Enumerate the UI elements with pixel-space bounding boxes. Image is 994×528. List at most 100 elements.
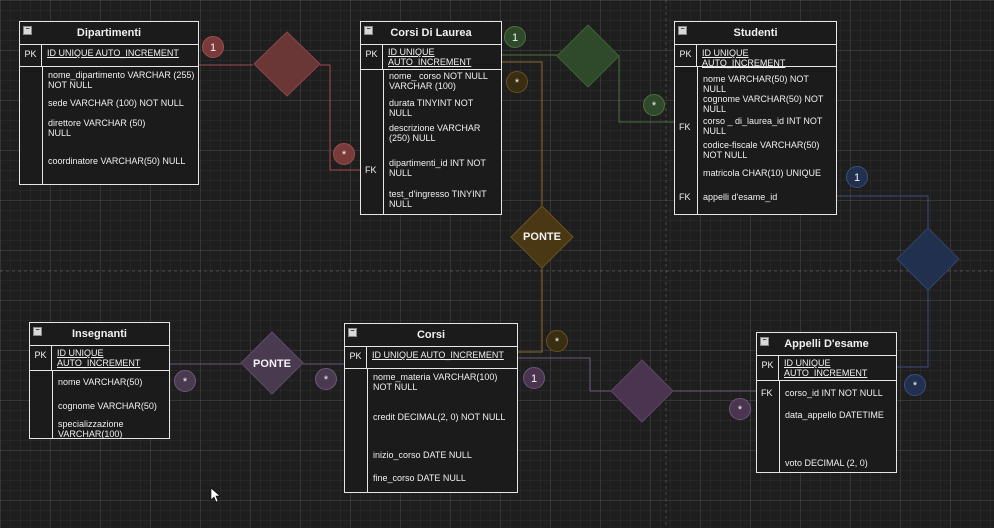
pk-label: PK	[757, 356, 779, 380]
field-row[interactable]: test_d'ingresso TINYINT NULL	[389, 189, 487, 209]
field-row[interactable]: direttore VARCHAR (50) NULL	[48, 118, 146, 138]
entity-dipartimenti[interactable]: − Dipartimenti PK ID UNIQUE AUTO_INCREME…	[19, 21, 199, 185]
pk-field: ID UNIQUE AUTO_INCREMENT	[702, 48, 786, 68]
column-divider	[779, 380, 780, 472]
pk-row[interactable]: PK ID UNIQUE AUTO_INCREMENT	[20, 45, 198, 67]
cardinality-badge-appelli-many: *	[904, 374, 926, 396]
field-row[interactable]: nome VARCHAR(50)	[58, 377, 143, 387]
pk-row[interactable]: PK ID UNIQUE AUTO_INCREMENT	[345, 347, 517, 369]
pk-row[interactable]: PK ID UNIQUE AUTO_INCREMENT	[361, 45, 501, 70]
pk-row[interactable]: PK ID UNIQUE AUTO_INCREMENT	[757, 356, 896, 381]
field-row[interactable]: durata TINYINT NOT NULL	[389, 98, 474, 118]
pk-label: PK	[345, 347, 367, 368]
entity-title: Studenti	[733, 27, 778, 39]
relationship-corsi-appelli[interactable]	[610, 359, 674, 423]
cardinality-badge-corsi-ponte-many: *	[546, 330, 568, 352]
pk-field: ID UNIQUE AUTO_INCREMENT	[47, 48, 179, 58]
entity-appelli-desame[interactable]: − Appelli D'esame PK ID UNIQUE AUTO_INCR…	[756, 332, 897, 473]
column-divider	[383, 69, 384, 214]
cardinality-badge-corsi-left-many: *	[315, 368, 337, 390]
collapse-icon[interactable]: −	[760, 337, 769, 346]
collapse-icon[interactable]: −	[678, 26, 687, 35]
field-row[interactable]: voto DECIMAL (2, 0)	[785, 458, 868, 468]
pk-field: ID UNIQUE AUTO_INCREMENT	[372, 350, 504, 360]
field-row[interactable]: data_appello DATETIME	[785, 410, 884, 420]
connector-studenti-appelli[interactable]	[837, 195, 929, 228]
connector-laurea-ponte[interactable]	[502, 61, 543, 206]
fk-label: FK	[365, 165, 377, 175]
column-divider	[697, 66, 698, 214]
entity-corsi-di-laurea[interactable]: − Corsi Di Laurea PK ID UNIQUE AUTO_INCR…	[360, 21, 502, 215]
pk-field-line-1: ID UNIQUE	[784, 358, 831, 368]
field-row[interactable]: descrizione VARCHAR (250) NULL	[389, 123, 481, 143]
pk-row[interactable]: PK ID UNIQUE AUTO_INCREMENT	[675, 45, 836, 68]
fk-label: FK	[679, 192, 691, 202]
field-row[interactable]: dipartimenti_id INT NOT NULL	[389, 158, 486, 178]
pk-field-line-1: ID UNIQUE	[388, 47, 435, 57]
fk-label: FK	[761, 388, 773, 398]
relationship-dipartimenti-corsi-laurea[interactable]	[253, 31, 321, 97]
connector-dipartimenti-fk[interactable]	[320, 64, 360, 171]
entity-title: Corsi	[416, 329, 446, 341]
connector-appelli-studenti[interactable]	[897, 290, 929, 368]
entity-header[interactable]: − Insegnanti	[30, 323, 169, 346]
connector-studenti-fk[interactable]	[618, 55, 674, 123]
entity-title: Dipartimenti	[76, 27, 142, 39]
field-row[interactable]: nome_dipartimento VARCHAR (255) NOT NULL	[48, 70, 195, 90]
field-row[interactable]: cognome VARCHAR(50) NOT NULL	[703, 94, 824, 114]
field-row[interactable]: fine_corso DATE NULL	[373, 473, 466, 483]
field-row[interactable]: sede VARCHAR (100) NOT NULL	[48, 98, 184, 108]
fk-label: FK	[679, 122, 691, 132]
pk-label: PK	[30, 346, 52, 370]
relationship-laurea-studenti[interactable]	[556, 24, 620, 88]
entity-header[interactable]: − Appelli D'esame	[757, 333, 896, 356]
field-row[interactable]: specializzazione VARCHAR(100)	[58, 419, 124, 439]
entity-corsi[interactable]: − Corsi PK ID UNIQUE AUTO_INCREMENT nome…	[344, 323, 518, 493]
entity-header[interactable]: − Dipartimenti	[20, 22, 198, 45]
connector-corsi-appelli[interactable]	[518, 357, 611, 392]
pk-field-line-2: AUTO_INCREMENT	[784, 368, 868, 378]
pk-label: PK	[675, 45, 697, 66]
entity-title: Insegnanti	[71, 328, 127, 340]
cardinality-badge-appelli-left-many: *	[729, 398, 751, 420]
cardinality-badge-laurea-one: 1	[504, 26, 526, 48]
cardinality-badge-dipartimenti-one: 1	[202, 36, 224, 58]
cardinality-badge-studenti-many: *	[643, 94, 665, 116]
pk-label: PK	[20, 45, 42, 66]
cardinality-badge-laurea-many: *	[333, 143, 355, 165]
field-row[interactable]: appelli d'esame_id	[703, 192, 778, 202]
field-row[interactable]: codice-fiscale VARCHAR(50) NOT NULL	[703, 140, 820, 160]
field-row[interactable]: inizio_corso DATE NULL	[373, 450, 472, 460]
field-row[interactable]: credit DECIMAL(2, 0) NOT NULL	[373, 412, 506, 422]
entity-studenti[interactable]: − Studenti PK ID UNIQUE AUTO_INCREMENT n…	[674, 21, 837, 215]
pk-field-line-2: AUTO_INCREMENT	[388, 57, 472, 67]
collapse-icon[interactable]: −	[348, 328, 357, 337]
entity-header[interactable]: − Corsi	[345, 324, 517, 347]
field-row[interactable]: cognome VARCHAR(50)	[58, 401, 157, 411]
field-row[interactable]: nome_ corso NOT NULL VARCHAR (100)	[389, 71, 488, 91]
relationship-ponte-insegnanti-corsi[interactable]	[240, 331, 304, 395]
field-row[interactable]: coordinatore VARCHAR(50) NULL	[48, 156, 186, 166]
relationship-label-ponte-bottom: PONTE	[253, 358, 291, 370]
field-row[interactable]: nome_materia VARCHAR(100) NOT NULL	[373, 372, 498, 392]
relationship-studenti-appelli[interactable]	[896, 227, 960, 291]
relationship-ponte-laurea-corsi[interactable]	[510, 205, 574, 269]
collapse-icon[interactable]: −	[33, 327, 42, 336]
entity-title: Corsi Di Laurea	[390, 27, 472, 39]
column-divider	[52, 370, 53, 438]
connector-ponte-corsi[interactable]	[518, 268, 543, 353]
entity-title: Appelli D'esame	[784, 338, 869, 350]
pk-field-line-1: ID UNIQUE	[57, 348, 104, 358]
field-row[interactable]: corso _ di_laurea_id INT NOT NULL	[703, 116, 823, 136]
field-row[interactable]: corso_id INT NOT NULL	[785, 388, 883, 398]
collapse-icon[interactable]: −	[23, 26, 32, 35]
cardinality-badge-studenti-one: 1	[846, 166, 868, 188]
pk-row[interactable]: PK ID UNIQUE AUTO_INCREMENT	[30, 346, 169, 371]
field-row[interactable]: matricola CHAR(10) UNIQUE	[703, 168, 822, 178]
field-row[interactable]: nome VARCHAR(50) NOT NULL	[703, 74, 809, 94]
entity-header[interactable]: − Studenti	[675, 22, 836, 45]
entity-header[interactable]: − Corsi Di Laurea	[361, 22, 501, 45]
collapse-icon[interactable]: −	[364, 26, 373, 35]
entity-insegnanti[interactable]: − Insegnanti PK ID UNIQUE AUTO_INCREMENT…	[29, 322, 170, 439]
